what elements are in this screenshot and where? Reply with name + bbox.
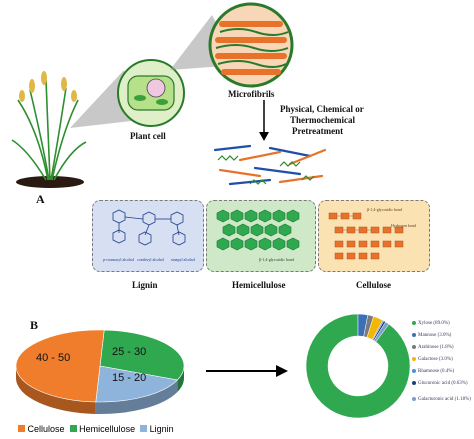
lignin-monomer-label-1: p-coumaryl alcohol (103, 257, 135, 262)
donut-legend-label-6: Galacturonic acid (1.18%) (418, 397, 471, 402)
pie-side-cellulose (16, 366, 96, 414)
donut-legend: Xylose (89.0%) Mannose (3.0%) Arabinose (1… (412, 320, 472, 432)
donut-legend-label-5: Glucuronic acid (0.63%) (418, 381, 468, 386)
pie-side-lignin (95, 379, 178, 414)
pie-value-hemicellulose: 25 - 30 (112, 346, 147, 358)
arrow-to-hemicellulose-breakdown (206, 365, 288, 377)
donut-legend-swatch-5 (412, 380, 416, 385)
donut-legend-label-1: Mannose (3.0%) (418, 333, 452, 338)
legend-swatch-hemicellulose (69, 425, 77, 432)
pretreatment-label-line1: Physical, Chemical or (280, 104, 364, 114)
panel-label-a: A (36, 192, 45, 206)
hemicellulose-label: Hemicellulose (232, 280, 286, 290)
legend-swatch-cellulose (18, 425, 25, 432)
donut-legend-label-4: Rhamnose (0.4%) (418, 369, 455, 374)
cellulose-glycosidic-label: β-1,4-glycosidic bond (367, 207, 403, 212)
microfibrils-label: Microfibrils (228, 89, 275, 99)
plant-cell-label: Plant cell (130, 131, 166, 141)
composition-pie-chart (15, 329, 185, 414)
donut-legend-swatch-3 (412, 356, 416, 361)
pie-side-hemicellulose (177, 366, 184, 392)
legend-swatch-lignin (140, 425, 148, 432)
pie-legend: Cellulose Hemicellulose Lignin (18, 424, 174, 434)
legend-label-lignin: Lignin (149, 424, 174, 434)
donut-legend-item-5: Glucuronic acid (0.63%) (412, 380, 472, 387)
panel-label-b: B (30, 318, 39, 332)
hemicellulose-panel: β-1,4-glycosidic bond (206, 200, 316, 272)
pretreatment-arrow (259, 100, 269, 141)
hemicellulose-bond-label: β-1,4-glycosidic bond (259, 257, 295, 262)
donut-legend-item-3: Galactose (3.0%) (412, 356, 472, 363)
pie-slice-hemicellulose (99, 329, 185, 381)
lignin-panel: p-coumaryl alcohol coniferyl alcohol sin… (92, 200, 204, 272)
rice-plant-illustration (11, 71, 87, 188)
microfibrils-illustration (208, 2, 294, 88)
pretreatment-label-line2: Thermochemical (290, 115, 355, 125)
donut-legend-item-1: Mannose (3.0%) (412, 332, 472, 339)
lignin-monomer-label-3: sinapyl alcohol (171, 257, 196, 262)
donut-legend-swatch-2 (412, 344, 416, 349)
pie-value-lignin: 15 - 20 (112, 372, 147, 384)
donut-legend-swatch-1 (412, 332, 416, 337)
legend-label-cellulose: Cellulose (27, 424, 65, 434)
donut-legend-label-0: Xylose (89.0%) (418, 321, 450, 326)
lignin-label: Lignin (132, 280, 158, 290)
donut-legend-swatch-4 (412, 368, 416, 373)
legend-label-hemicellulose: Hemicellulose (79, 424, 136, 434)
hemicellulose-structure-illustration (216, 209, 300, 251)
donut-slice-6 (373, 321, 390, 343)
hemicellulose-donut-chart (305, 313, 411, 419)
scattered-fibers-illustration (213, 144, 327, 186)
donut-legend-item-6: Galacturonic acid (1.18%) (412, 396, 472, 403)
plant-cell-illustration (117, 59, 185, 127)
cellulose-label: Cellulose (356, 280, 391, 290)
donut-slice-0 (305, 313, 411, 419)
pretreatment-label-line3: Pretreatment (292, 126, 344, 136)
cellulose-panel: β-1,4-glycosidic bond Hydrogen bond (318, 200, 430, 272)
donut-legend-item-0: Xylose (89.0%) (412, 320, 472, 327)
lignin-monomer-label-2: coniferyl alcohol (137, 257, 165, 262)
cellulose-structure-illustration (328, 212, 404, 260)
donut-legend-swatch-6 (412, 396, 416, 401)
donut-legend-label-2: Arabinose (1.8%) (418, 345, 454, 350)
donut-legend-label-3: Galactose (3.0%) (418, 357, 453, 362)
pie-value-cellulose: 40 - 50 (36, 352, 71, 364)
donut-legend-item-2: Arabinose (1.8%) (412, 344, 472, 351)
donut-legend-item-4: Rhamnose (0.4%) (412, 368, 472, 375)
lignin-structure-illustration (112, 209, 186, 246)
pie-slice-lignin (95, 365, 179, 403)
pie-slice-cellulose (15, 329, 105, 403)
cellulose-hbond-label: Hydrogen bond (391, 223, 416, 228)
donut-legend-swatch-0 (412, 320, 416, 325)
